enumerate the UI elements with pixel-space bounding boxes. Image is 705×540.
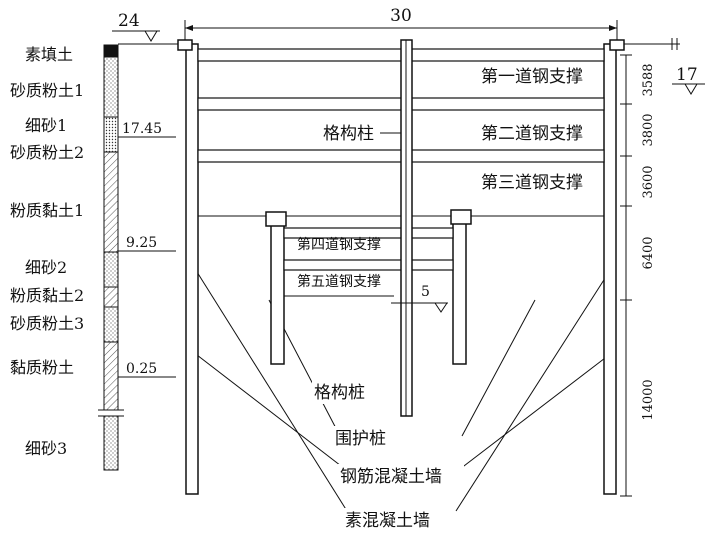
callout-labels: 格构桩 围护桩 钢筋混凝土墙 素混凝土墙 xyxy=(312,380,464,532)
left-level-value: 24 xyxy=(118,11,140,31)
soil-layer-label: 细砂2 xyxy=(25,258,67,277)
strut-label: 第四道钢支撑 xyxy=(297,236,381,253)
inner-pile-left xyxy=(270,215,285,365)
soil-layer-label: 粉质黏土2 xyxy=(10,286,84,305)
soil-layer-label: 粉质黏土1 xyxy=(10,201,84,220)
strut-label: 第二道钢支撑 xyxy=(481,124,583,144)
small-level-marker: 5 xyxy=(391,284,448,313)
dimension-value: 3800 xyxy=(641,113,656,146)
inner-pile-right xyxy=(452,211,467,365)
soil-layer-label: 细砂3 xyxy=(25,439,67,458)
pile-cap-left xyxy=(177,39,193,51)
depth-mark: 0.25 xyxy=(126,361,157,377)
pile-cap-right xyxy=(609,39,625,51)
column-label-group: 格构柱 xyxy=(323,124,401,144)
soil-layer-label: 砂质粉土3 xyxy=(10,314,84,333)
soil-layer-label: 黏质粉土 xyxy=(10,358,74,377)
top-dimension-value: 30 xyxy=(390,6,412,26)
retaining-pile-left xyxy=(185,43,199,495)
soil-layer-labels: 素填土 砂质粉土1 细砂1 砂质粉土2 粉质黏土1 细砂2 粉质黏土2 砂质粉土… xyxy=(10,45,84,458)
strut-label: 第五道钢支撑 xyxy=(297,273,381,290)
right-dimension-chain: 3588 3800 3600 6400 14000 xyxy=(620,54,656,497)
depth-mark: 17.45 xyxy=(122,121,162,137)
callout-label: 围护桩 xyxy=(335,429,386,449)
struts-lower xyxy=(283,227,454,297)
soil-layer-label: 细砂1 xyxy=(25,116,67,135)
dimension-value: 3600 xyxy=(641,165,656,198)
callout-label: 素混凝土墙 xyxy=(345,511,430,531)
dimension-value: 6400 xyxy=(641,236,656,269)
soil-layer-label: 砂质粉土2 xyxy=(10,143,84,162)
callout-label: 钢筋混凝土墙 xyxy=(340,467,442,487)
soil-layer-label: 砂质粉土1 xyxy=(10,81,84,100)
retaining-pile-right xyxy=(603,43,617,495)
strut-labels: 第一道钢支撑 第二道钢支撑 第三道钢支撑 第四道钢支撑 第五道钢支撑 xyxy=(297,67,583,290)
strut-label: 第三道钢支撑 xyxy=(481,173,583,193)
dimension-value: 3588 xyxy=(641,63,656,96)
diagonal-walls xyxy=(196,271,610,512)
column-label: 格构柱 xyxy=(323,124,374,144)
right-level-value: 17 xyxy=(676,65,698,85)
depth-mark: 9.25 xyxy=(126,235,157,251)
inner-pile-cap-left xyxy=(265,211,287,227)
callout-label: 格构桩 xyxy=(314,383,365,403)
small-level-value: 5 xyxy=(421,284,430,300)
soil-column xyxy=(98,44,124,471)
dimension-value: 14000 xyxy=(641,379,656,420)
right-level-marker: 17 xyxy=(617,38,705,95)
top-dimension: 30 xyxy=(184,6,618,44)
soil-layer-label: 素填土 xyxy=(25,45,73,64)
left-level-marker: 24 xyxy=(112,11,186,45)
strut-label: 第一道钢支撑 xyxy=(481,67,583,87)
depth-marks: 17.45 9.25 0.25 xyxy=(118,121,176,378)
inner-pile-cap-right xyxy=(450,209,472,225)
